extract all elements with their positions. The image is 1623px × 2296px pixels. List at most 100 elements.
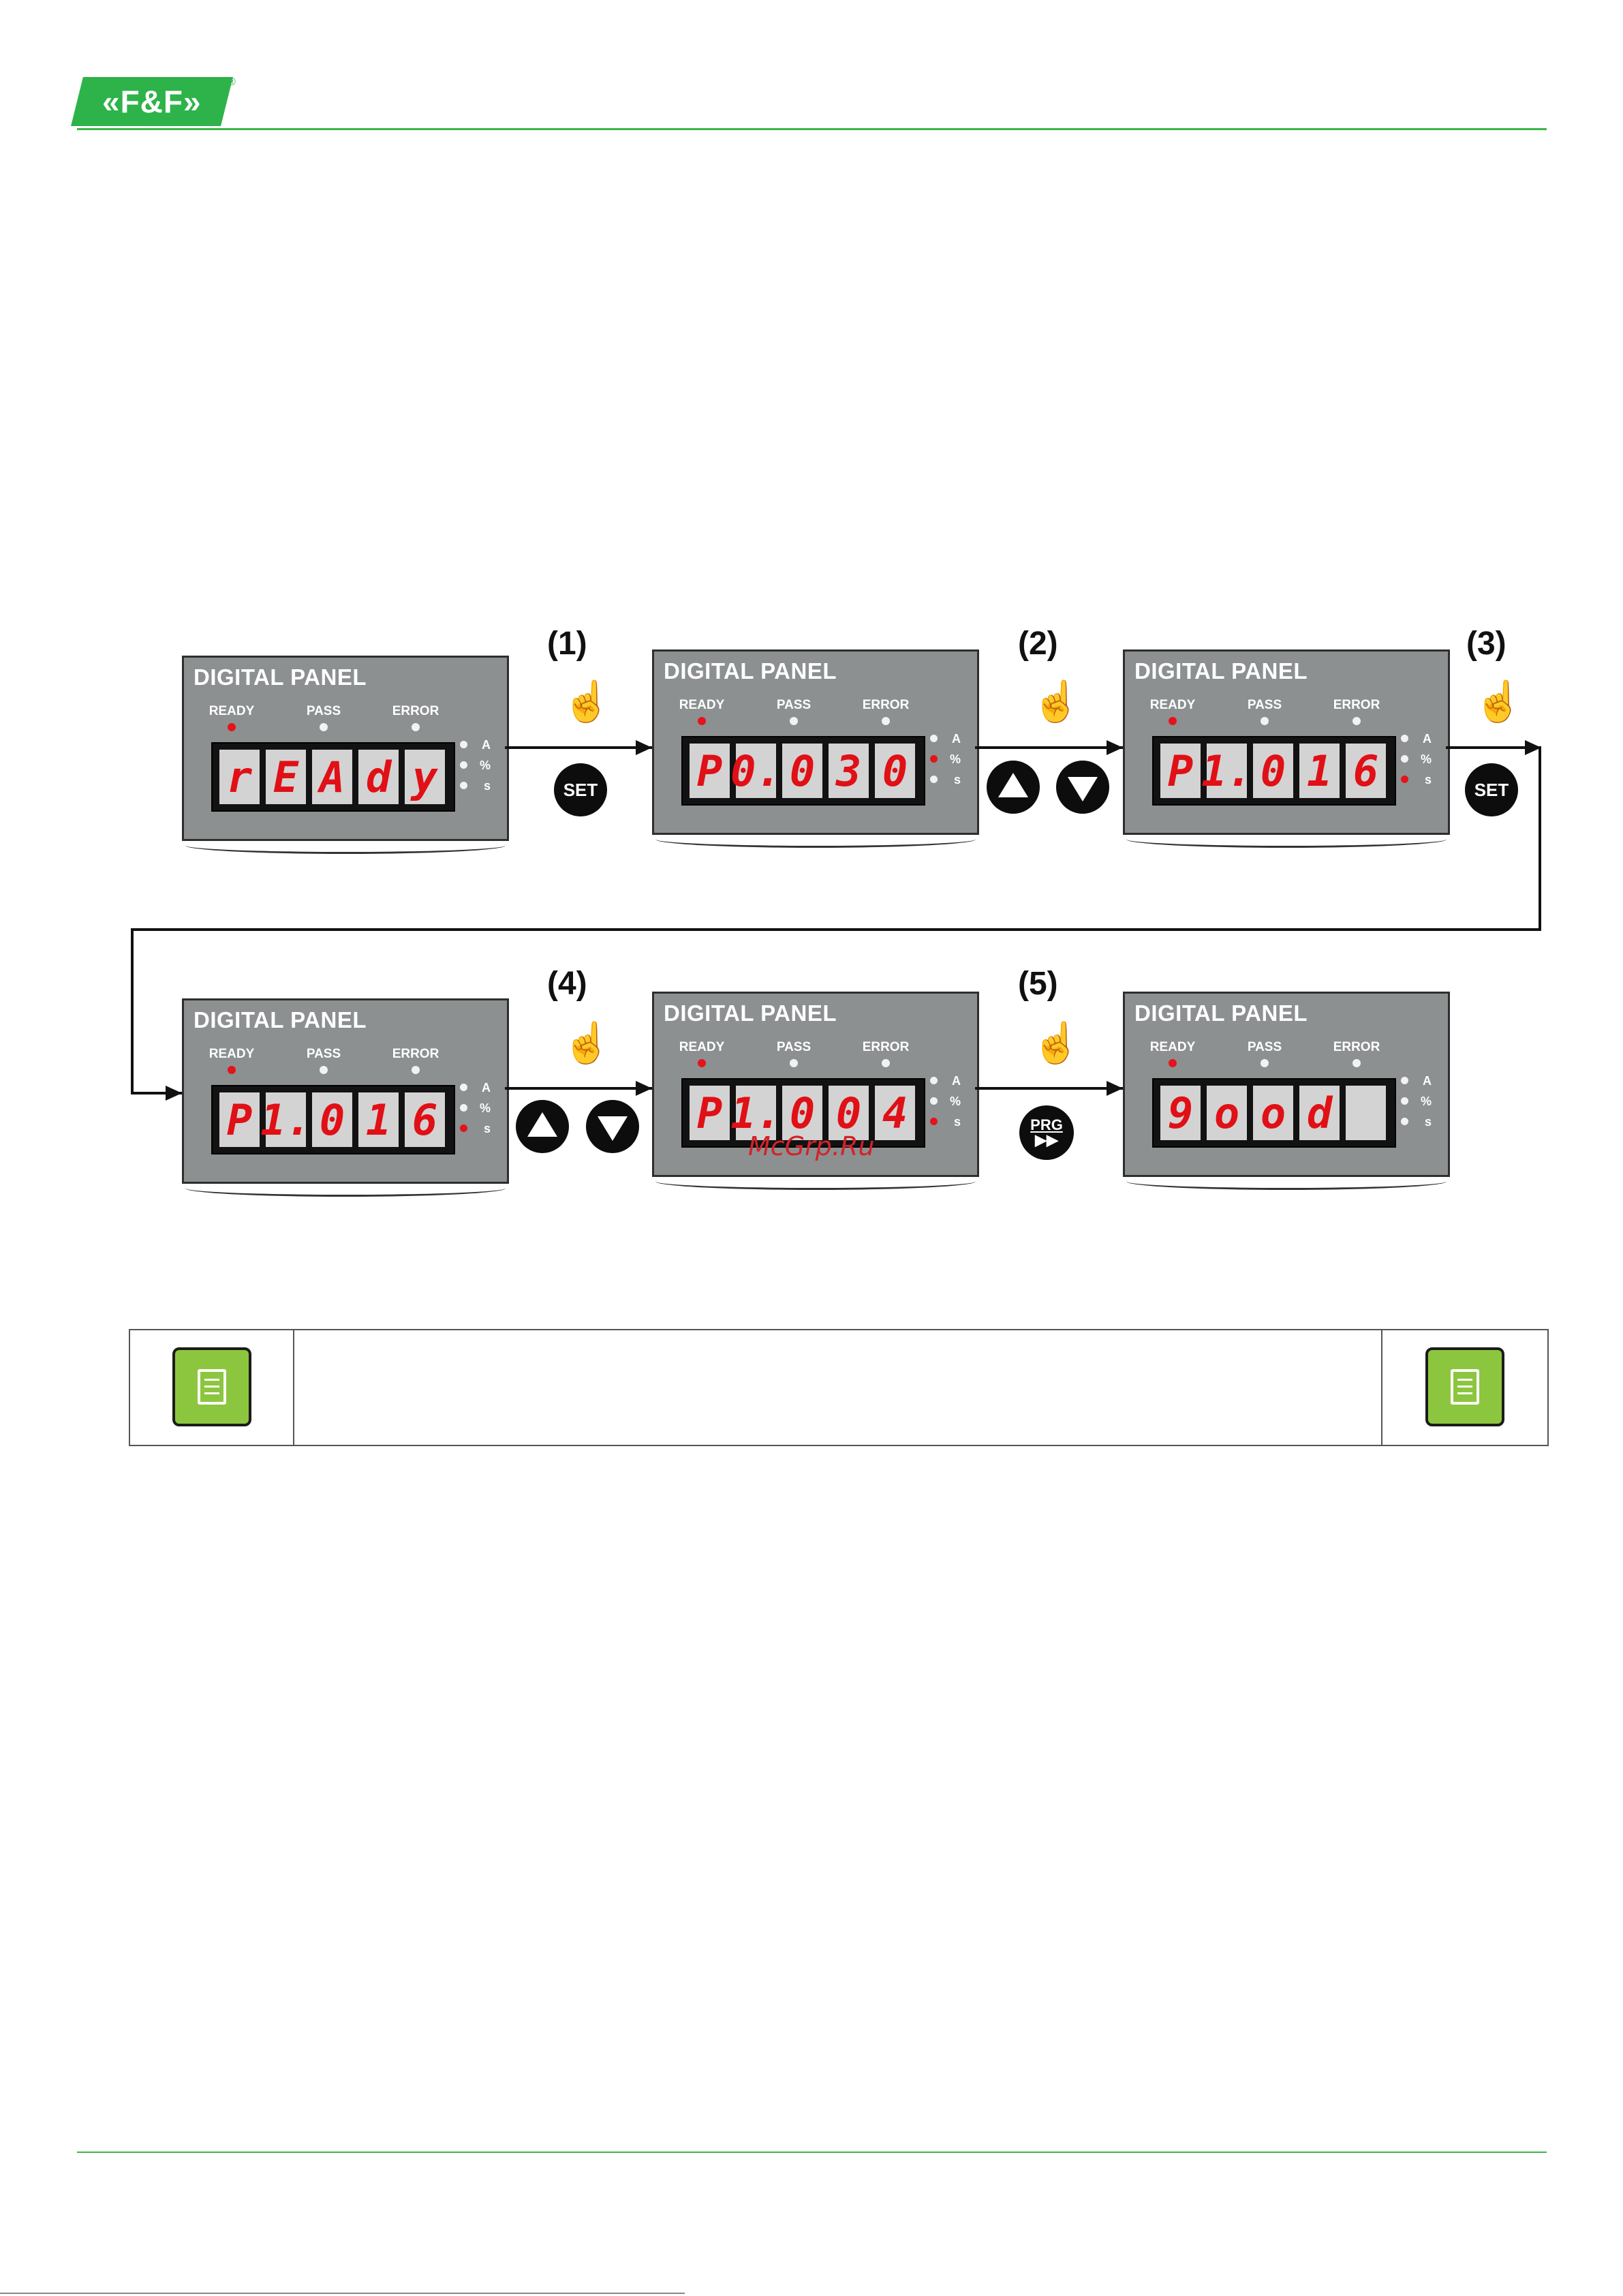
step-label: (4) <box>547 966 587 1002</box>
display-digit: r <box>219 750 260 804</box>
unit-led <box>1401 1097 1408 1105</box>
indicator-label: ERROR <box>392 1047 439 1061</box>
note-box <box>129 1329 1549 1446</box>
connector-line <box>505 1087 652 1090</box>
panel-title: DIGITAL PANEL <box>664 1000 837 1026</box>
unit-led <box>930 776 938 783</box>
unit-led <box>1401 776 1408 783</box>
step-label: (2) <box>1018 626 1058 662</box>
arrow-head <box>1107 1081 1123 1096</box>
panel-title: DIGITAL PANEL <box>194 1007 367 1032</box>
unit-label: s <box>953 1115 961 1129</box>
unit-label: s <box>1424 1115 1432 1129</box>
panel-base-curve <box>185 1180 506 1197</box>
unit-led <box>1401 1077 1408 1084</box>
display-digit: 9 <box>1160 1086 1201 1140</box>
indicator-led <box>698 717 706 725</box>
up-triangle-icon <box>527 1112 557 1137</box>
indicator-led <box>412 723 420 731</box>
panel-base-curve <box>655 831 976 848</box>
connector-line <box>505 746 652 749</box>
panel-base-curve <box>655 1173 976 1190</box>
unit-led <box>1401 755 1408 763</box>
unit-label: s <box>1424 773 1432 786</box>
down-triangle-icon <box>598 1116 628 1141</box>
unit-label: % <box>1420 1095 1432 1108</box>
step-label: (3) <box>1466 626 1506 662</box>
unit-label: % <box>479 1101 491 1115</box>
unit-led <box>460 782 467 789</box>
indicator-label: READY <box>208 1047 255 1061</box>
indicator-led <box>1169 717 1177 725</box>
up-triangle-icon <box>998 773 1028 797</box>
connector-line <box>1539 748 1541 931</box>
down-arrow-button[interactable] <box>1056 761 1109 814</box>
arrow-head <box>166 1086 182 1101</box>
unit-label: s <box>483 1122 491 1135</box>
set-button[interactable]: SET <box>1465 763 1518 816</box>
indicator-led <box>1261 717 1269 725</box>
prg-button[interactable]: PRG▶▶ <box>1019 1105 1074 1160</box>
display-digit: P <box>1160 744 1201 798</box>
note-separator-left <box>293 1329 294 1445</box>
display-digit: 0 <box>782 744 822 798</box>
registered-mark: ® <box>228 76 236 88</box>
arrow-head <box>1107 740 1123 755</box>
logo-text: «F&F» <box>102 84 202 119</box>
display-digit: 0 <box>829 1086 869 1140</box>
indicator-label: PASS <box>1247 1040 1282 1054</box>
display-digit: 6 <box>1346 744 1386 798</box>
arrow-head <box>636 740 652 755</box>
panel-base-curve <box>185 837 506 854</box>
watermark: McGrp.Ru <box>748 1131 875 1161</box>
display-digit: o <box>1253 1086 1293 1140</box>
indicator-led <box>1352 1059 1361 1067</box>
unit-label: % <box>1420 752 1432 766</box>
display-digit: 4 <box>875 1086 915 1140</box>
indicator-label: ERROR <box>862 1040 910 1054</box>
panel-title: DIGITAL PANEL <box>194 664 367 690</box>
display-digit: 0. <box>730 744 782 798</box>
header-rule <box>77 128 1547 130</box>
display-digit <box>1346 1086 1386 1140</box>
prg-label: PRG <box>1030 1116 1063 1133</box>
unit-label: A <box>482 1081 491 1095</box>
unit-led <box>1401 735 1408 742</box>
indicator-label: PASS <box>776 698 812 712</box>
connector-line <box>975 746 1123 749</box>
unit-led <box>460 1124 467 1132</box>
up-arrow-button[interactable] <box>987 761 1040 814</box>
panel-base-curve <box>1126 1173 1447 1190</box>
display-digit: P <box>690 744 730 798</box>
note-icon-right <box>1425 1347 1504 1426</box>
arrow-head <box>1525 740 1541 755</box>
step-label: (1) <box>547 626 587 662</box>
indicator-led <box>882 717 890 725</box>
panel-title: DIGITAL PANEL <box>1134 1000 1308 1026</box>
indicator-label: READY <box>1149 1040 1196 1054</box>
indicator-led <box>882 1059 890 1067</box>
unit-led <box>930 1118 938 1125</box>
indicator-led <box>320 723 328 731</box>
display-digit: E <box>266 750 306 804</box>
unit-label: A <box>1423 1074 1432 1088</box>
indicator-label: PASS <box>306 704 341 718</box>
unit-label: A <box>482 738 491 752</box>
display-digit: 1 <box>358 1092 399 1147</box>
up-arrow-button[interactable] <box>516 1100 569 1153</box>
unit-led <box>460 741 467 748</box>
down-arrow-button[interactable] <box>586 1100 639 1153</box>
display-digit: 1. <box>730 1086 782 1140</box>
indicator-led <box>790 1059 798 1067</box>
set-button[interactable]: SET <box>554 763 607 816</box>
indicator-led <box>228 1066 236 1074</box>
display-digit: 1. <box>1201 744 1252 798</box>
